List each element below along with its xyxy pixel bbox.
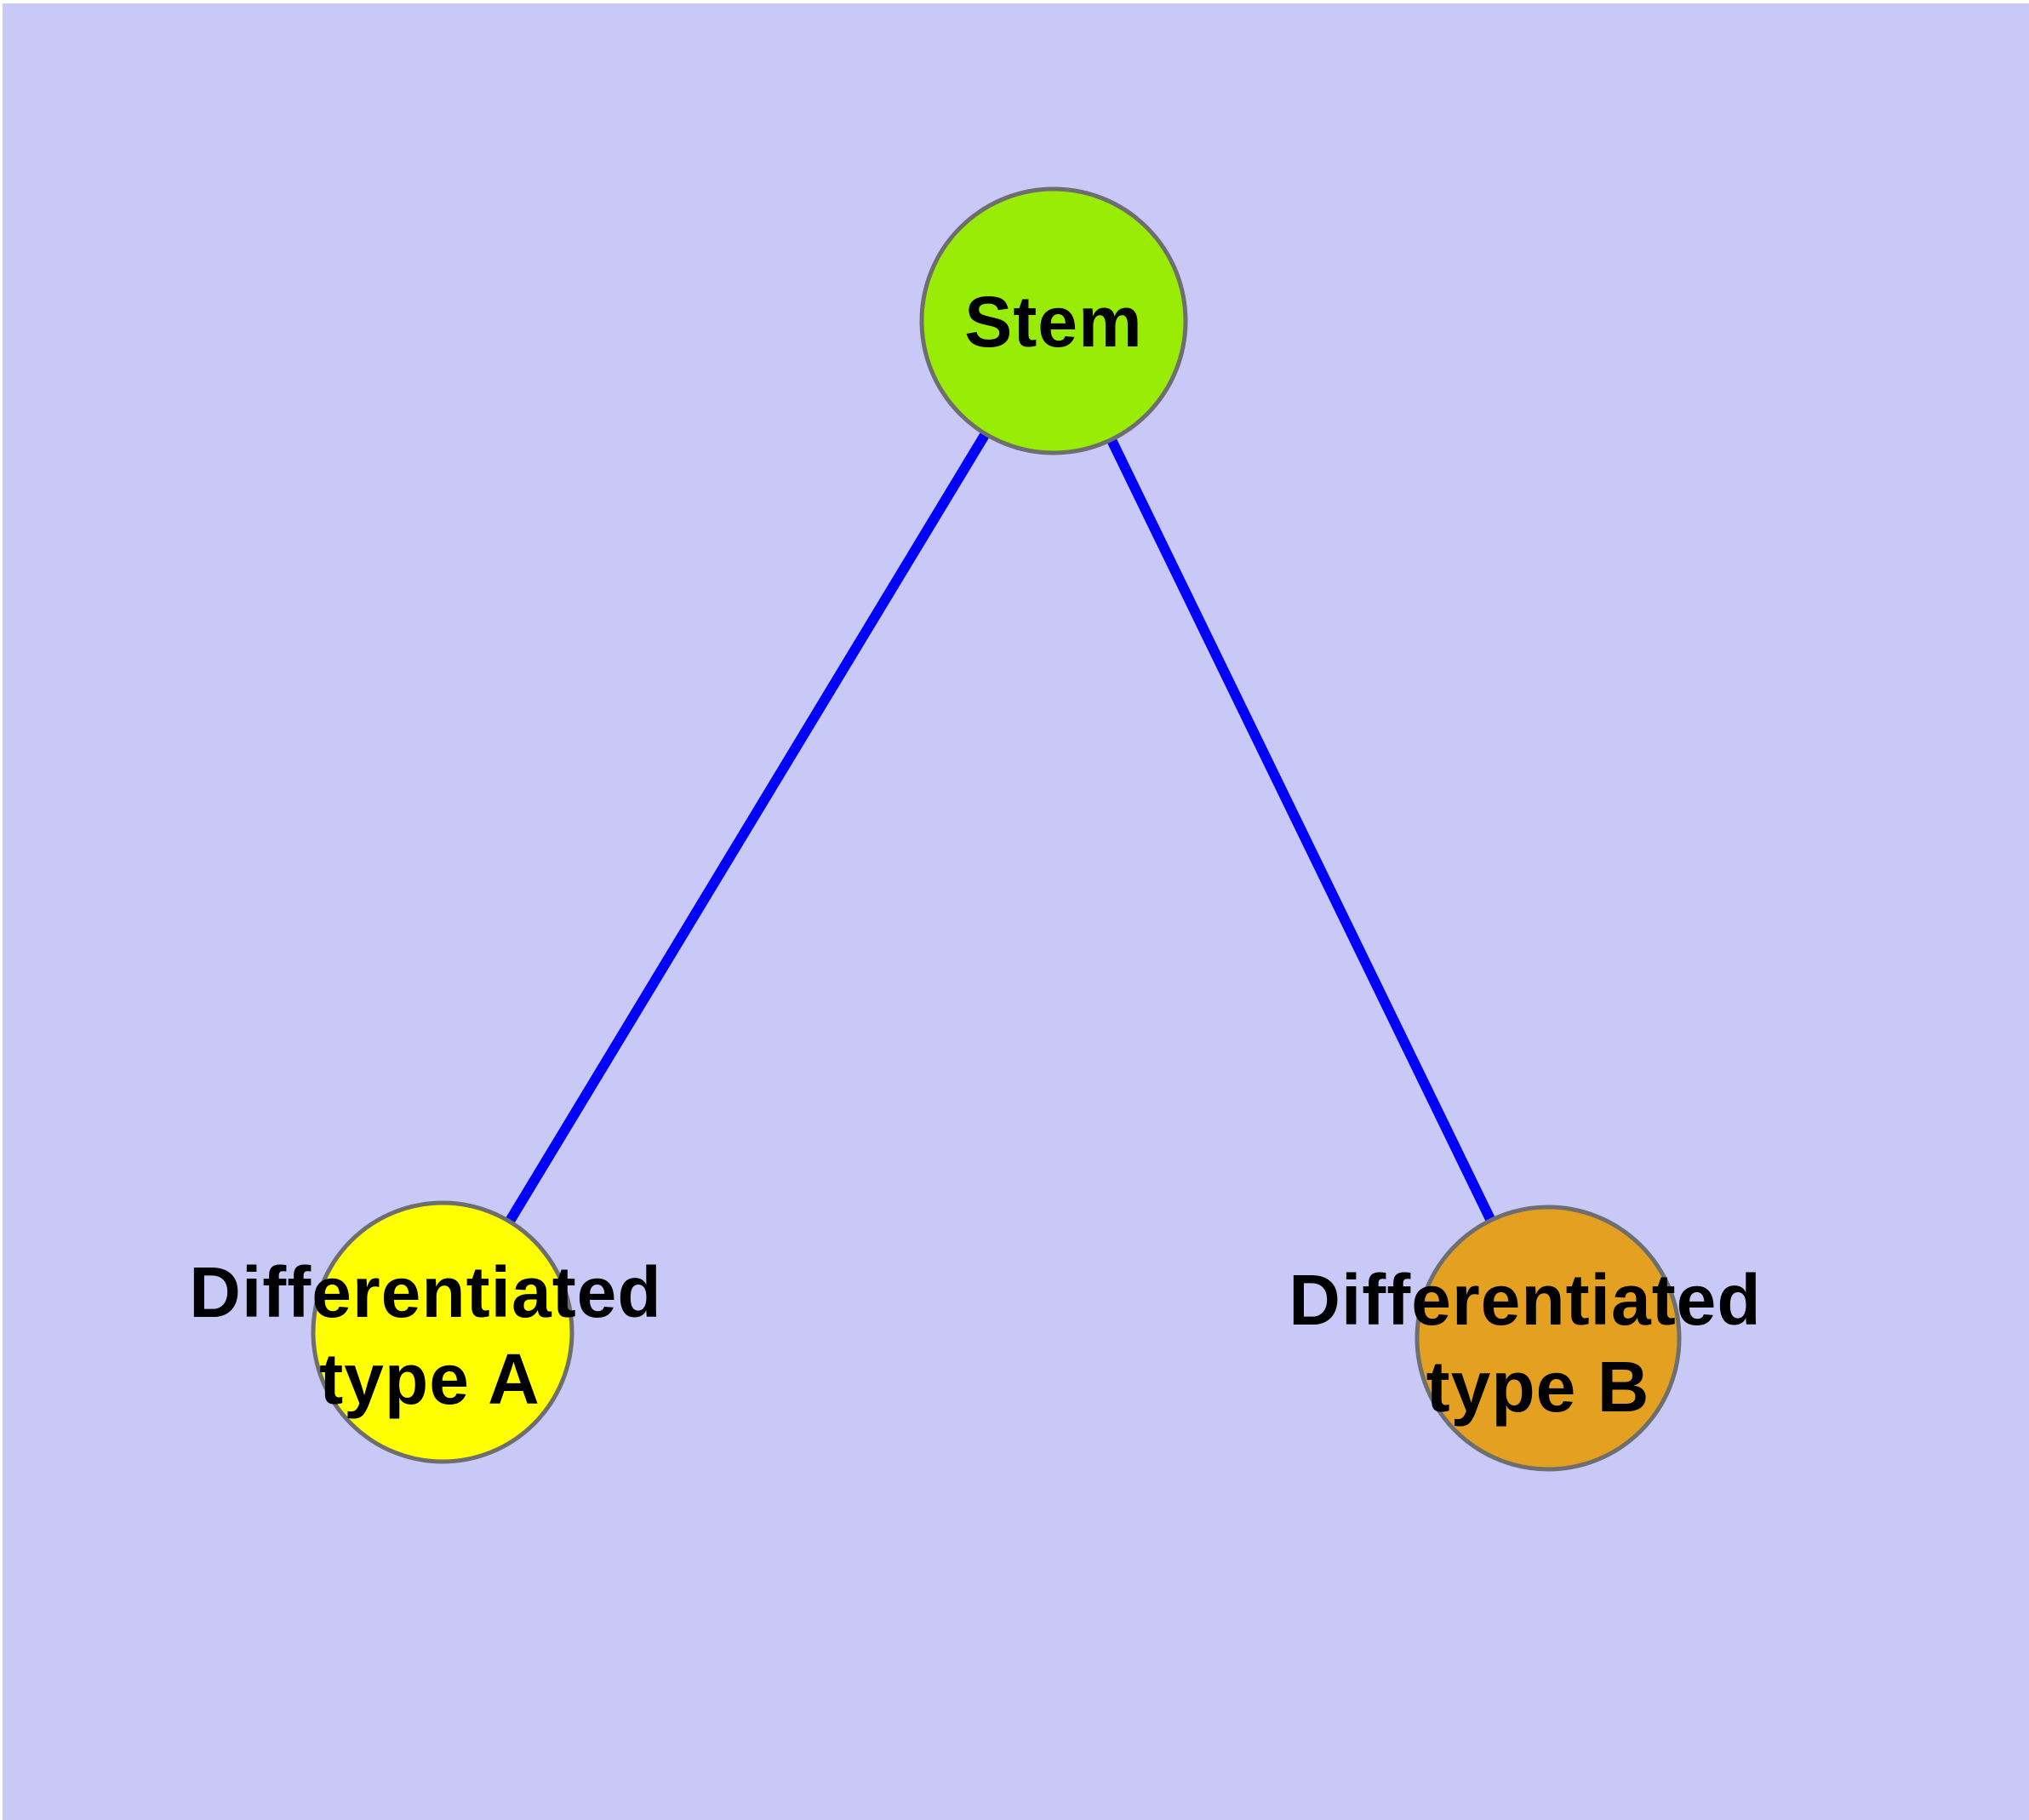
node-differentiated-type-a [311,1200,574,1464]
node-type-a-label-line2: type A [319,1339,540,1419]
node-type-b-label-line1: Differentiated [1289,1260,1761,1340]
edge-stem-to-type-b [1049,318,1553,1341]
edge-stem-to-type-a [437,318,1059,1336]
node-differentiated-type-b [1415,1205,1682,1472]
node-stem-label: Stem [964,282,1142,362]
node-type-a-label-line1: Differentiated [189,1252,661,1332]
node-type-b-label-line2: type B [1426,1347,1650,1427]
node-stem [919,186,1188,455]
